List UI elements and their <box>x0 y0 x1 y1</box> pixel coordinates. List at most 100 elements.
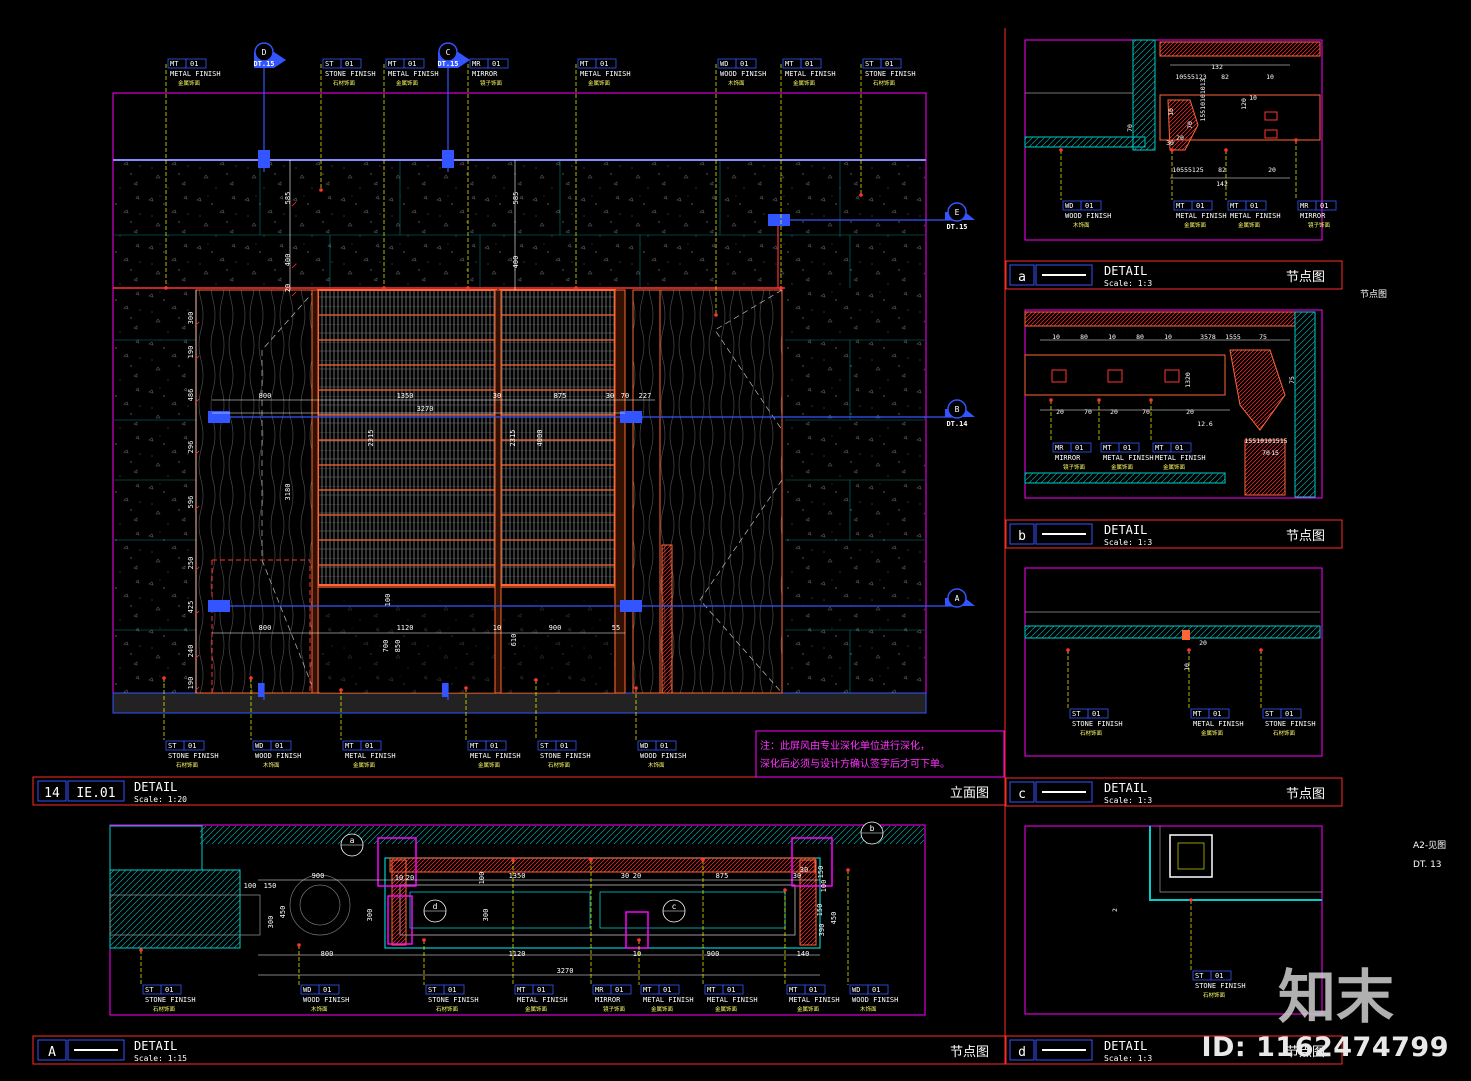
leader-dot <box>534 678 538 682</box>
tag-code: WD <box>640 742 648 750</box>
tag-finish-name: WOOD FINISH <box>1065 212 1111 220</box>
tag-code: ST <box>1072 710 1081 718</box>
title-ref-box <box>1035 1039 1093 1061</box>
tag-finish-cn: 镜子饰面 <box>1063 463 1086 471</box>
plan-type: 节点图 <box>950 1045 989 1060</box>
tag-number: 01 <box>560 742 568 750</box>
tag-finish-name: MIRROR <box>1300 212 1326 220</box>
elevation-panel-number: 14 <box>44 786 60 801</box>
leader-dot <box>162 676 166 680</box>
detail-b-dim-5: 3578 <box>1200 333 1216 341</box>
tag-code: WD <box>255 742 263 750</box>
detail-letter: c <box>1018 787 1026 802</box>
leader-dot <box>1097 398 1101 402</box>
detail-title: DETAIL <box>1104 523 1147 537</box>
dim-tick <box>194 686 200 692</box>
tag-code: MT <box>580 60 589 68</box>
tag-number: 01 <box>1123 444 1131 452</box>
plan-left-post <box>391 859 407 946</box>
plan-right-post <box>799 859 817 946</box>
tag-finish-cn: 金属饰面 <box>1111 463 1134 471</box>
detail-b-dim-18: 15 <box>1271 449 1279 457</box>
detail-scale: Scale: 1:3 <box>1104 1054 1152 1063</box>
detail-b-dim-13: 70 <box>1142 408 1150 416</box>
tag-finish-name: METAL FINISH <box>1103 454 1154 462</box>
tag-finish-name: METAL FINISH <box>1193 720 1244 728</box>
tag-finish-cn: 木饰面 <box>860 1005 877 1013</box>
tag-finish-cn: 石材饰面 <box>548 761 571 769</box>
tag-finish-name: METAL FINISH <box>580 70 631 78</box>
tag-finish-name: WOOD FINISH <box>640 752 686 760</box>
tag-num-box <box>403 58 425 69</box>
detail-b-dim-16: 15510101515 <box>1244 437 1287 445</box>
tag-code: MR <box>1055 444 1064 452</box>
tag-num-box <box>318 984 340 995</box>
tag-finish-name: WOOD FINISH <box>852 996 898 1004</box>
plan-dim-14: 300 <box>482 909 490 922</box>
tag-finish-cn: 金属饰面 <box>651 1005 674 1013</box>
detail-b-dim-11: 70 <box>1084 408 1092 416</box>
id-watermark: ID: 1162474799 <box>1201 1032 1449 1063</box>
tag-number: 01 <box>872 986 880 994</box>
dim-left-0: 585 <box>284 192 292 205</box>
plan-dim-25: 390 <box>818 924 826 937</box>
tag-finish-cn: 金属饰面 <box>797 1005 820 1013</box>
marker-c-letter: C <box>446 48 451 57</box>
elevation-title-bar: 14 IE.01 DETAIL Scale: 1:20 立面图 <box>32 776 1006 806</box>
detail-a-dim-2: 82 <box>1221 73 1229 81</box>
tag-finish-name: STONE FINISH <box>428 996 479 1004</box>
tag-code: MT <box>470 742 479 750</box>
plan-dim-6: 20 <box>406 874 414 882</box>
dim-left-2: 20 <box>284 284 292 292</box>
detail-a-dim-0: 132 <box>1211 63 1223 71</box>
detail-a-dim-14: 20 <box>1268 166 1276 174</box>
title-letter-box <box>1009 781 1035 803</box>
dim-tick <box>291 201 297 207</box>
plan-marker-a: a <box>340 833 364 857</box>
detail-a-dim-8: 30 <box>1166 139 1174 147</box>
detail-scale: Scale: 1:3 <box>1104 796 1152 805</box>
dim-v-0: 3180 <box>284 484 292 501</box>
dim-h-7: 3270 <box>417 405 434 413</box>
tag-finish-cn: 镜子饰面 <box>603 1005 626 1013</box>
tag-finish-cn: 金属饰面 <box>715 1005 738 1013</box>
tag-finish-name: MIRROR <box>595 996 621 1004</box>
tag-num-box <box>880 58 902 69</box>
tag-num-box <box>1191 200 1213 211</box>
plan-title: DETAIL <box>134 1039 177 1053</box>
frame-post-mid <box>494 289 502 694</box>
dim-tick <box>194 566 200 572</box>
tag-finish-cn: 石材饰面 <box>1080 729 1103 737</box>
plan-dim-5: 10 <box>395 874 403 882</box>
dim-left-5: 486 <box>187 389 195 402</box>
leader-dot <box>1049 398 1053 402</box>
plan-dim-8: 1350 <box>509 872 526 880</box>
dim-left-6: 296 <box>187 441 195 454</box>
dim-tick <box>291 263 297 269</box>
dim-v-5: 700 <box>382 640 390 653</box>
tag-number: 01 <box>537 986 545 994</box>
marker-letter: c <box>672 902 677 911</box>
plan-dim-15: 800 <box>321 950 334 958</box>
tag-finish-name: METAL FINISH <box>345 752 396 760</box>
detail-type: 节点图 <box>1286 529 1325 544</box>
dim-h-8: 800 <box>259 624 272 632</box>
detail-b-dim-0: 10 <box>1052 333 1060 341</box>
tag-finish-name: STONE FINISH <box>865 70 916 78</box>
tag-code: MT <box>1155 444 1164 452</box>
dim-v-8: 585 <box>512 192 520 205</box>
plan-cabinet-inner-3 <box>599 891 786 929</box>
title-ref-box <box>1035 523 1093 545</box>
tag-num-box <box>1210 970 1232 981</box>
detail-letter: b <box>1018 529 1026 544</box>
